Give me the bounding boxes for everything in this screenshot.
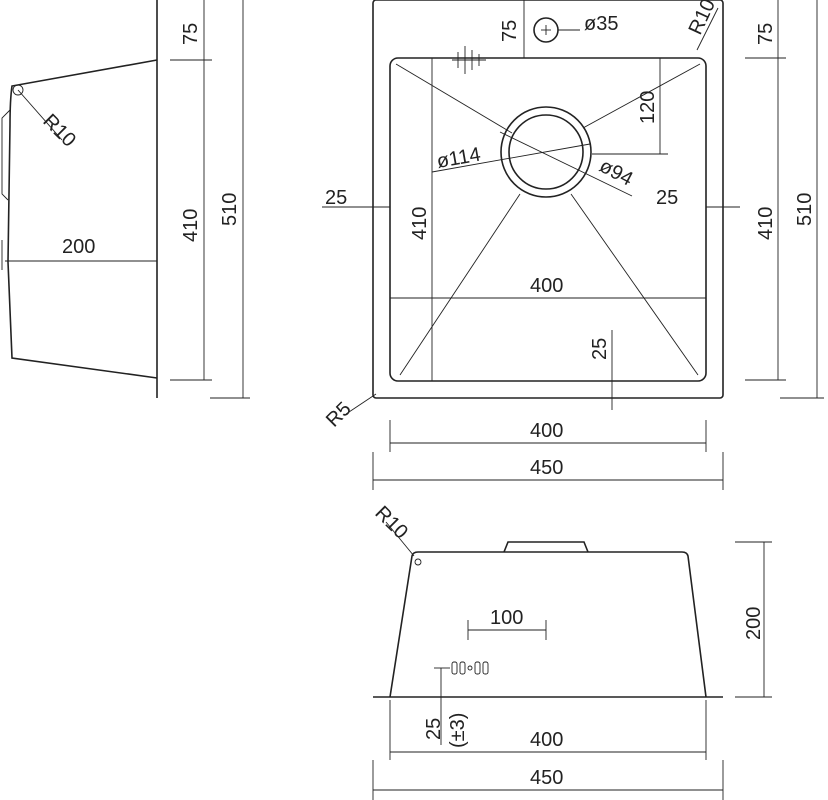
right-top-margin-label: 75 (755, 23, 777, 45)
sink-outer-rim (372, 0, 724, 399)
side-inner-length-label: 410 (180, 209, 202, 242)
front-radius-mark (414, 558, 422, 566)
slope-line-tl (395, 63, 513, 134)
side-view: R10 200 75 410 510 (1, 0, 250, 399)
bottom-radius-leader (345, 393, 377, 415)
top-margin-label: 75 (499, 20, 521, 42)
side-radius-label: R10 (38, 110, 80, 152)
drain-offset-label: 120 (637, 91, 659, 124)
right-margin-label: 25 (656, 187, 678, 209)
tolerance-label: (±3) (447, 713, 469, 748)
front-view: R10 100 25 (±3) 200 400 450 (370, 502, 772, 800)
side-depth-label: 200 (62, 236, 95, 258)
front-overflow-symbol (451, 661, 489, 675)
offset-label: 100 (490, 607, 523, 629)
slope-line-br (570, 193, 699, 376)
drain-inner-label: ø94 (596, 155, 637, 191)
bottom-offset-label: 25 (423, 718, 445, 740)
side-view-flange (1, 109, 11, 201)
bottom-margin-label: 25 (589, 338, 611, 360)
drain-outer-leader (431, 143, 591, 173)
slope-line-bl (399, 193, 521, 376)
drain-outer-label: ø114 (435, 144, 482, 173)
front-radius-leader (385, 521, 415, 557)
top-view: ø114 ø94 ø35 75 R10 120 25 25 410 (322, 0, 824, 490)
inner-width-label: 400 (530, 420, 563, 442)
drain-outer-circle (500, 106, 592, 198)
front-radius-label: R10 (370, 502, 412, 544)
side-radius-leader (17, 89, 63, 141)
right-total-length-label: 510 (794, 193, 816, 226)
slope-line-tr (582, 63, 701, 129)
bowl-length-label: 410 (409, 207, 431, 240)
bowl-width-label: 400 (530, 275, 563, 297)
front-body-outline (389, 551, 707, 698)
top-width-label: 450 (530, 767, 563, 789)
side-front-offset-label: 75 (180, 23, 202, 45)
bottom-width-label: 400 (530, 729, 563, 751)
top-radius-label: R10 (685, 0, 720, 38)
top-radius-leader (696, 7, 719, 51)
outer-width-label: 450 (530, 457, 563, 479)
front-drain-flange (503, 541, 589, 553)
side-total-length-label: 510 (219, 193, 241, 226)
faucet-hole-label: ø35 (584, 13, 618, 35)
drain-inner-leader (499, 131, 633, 197)
sink-bowl (389, 57, 707, 382)
overflow-symbol (452, 46, 486, 74)
right-bowl-length-label: 410 (755, 207, 777, 240)
height-label: 200 (743, 607, 765, 640)
side-radius-mark (12, 84, 24, 96)
bottom-radius-label: R5 (322, 398, 356, 432)
left-margin-label: 25 (325, 187, 347, 209)
drain-inner-circle (508, 114, 584, 190)
side-view-outline (7, 59, 158, 379)
